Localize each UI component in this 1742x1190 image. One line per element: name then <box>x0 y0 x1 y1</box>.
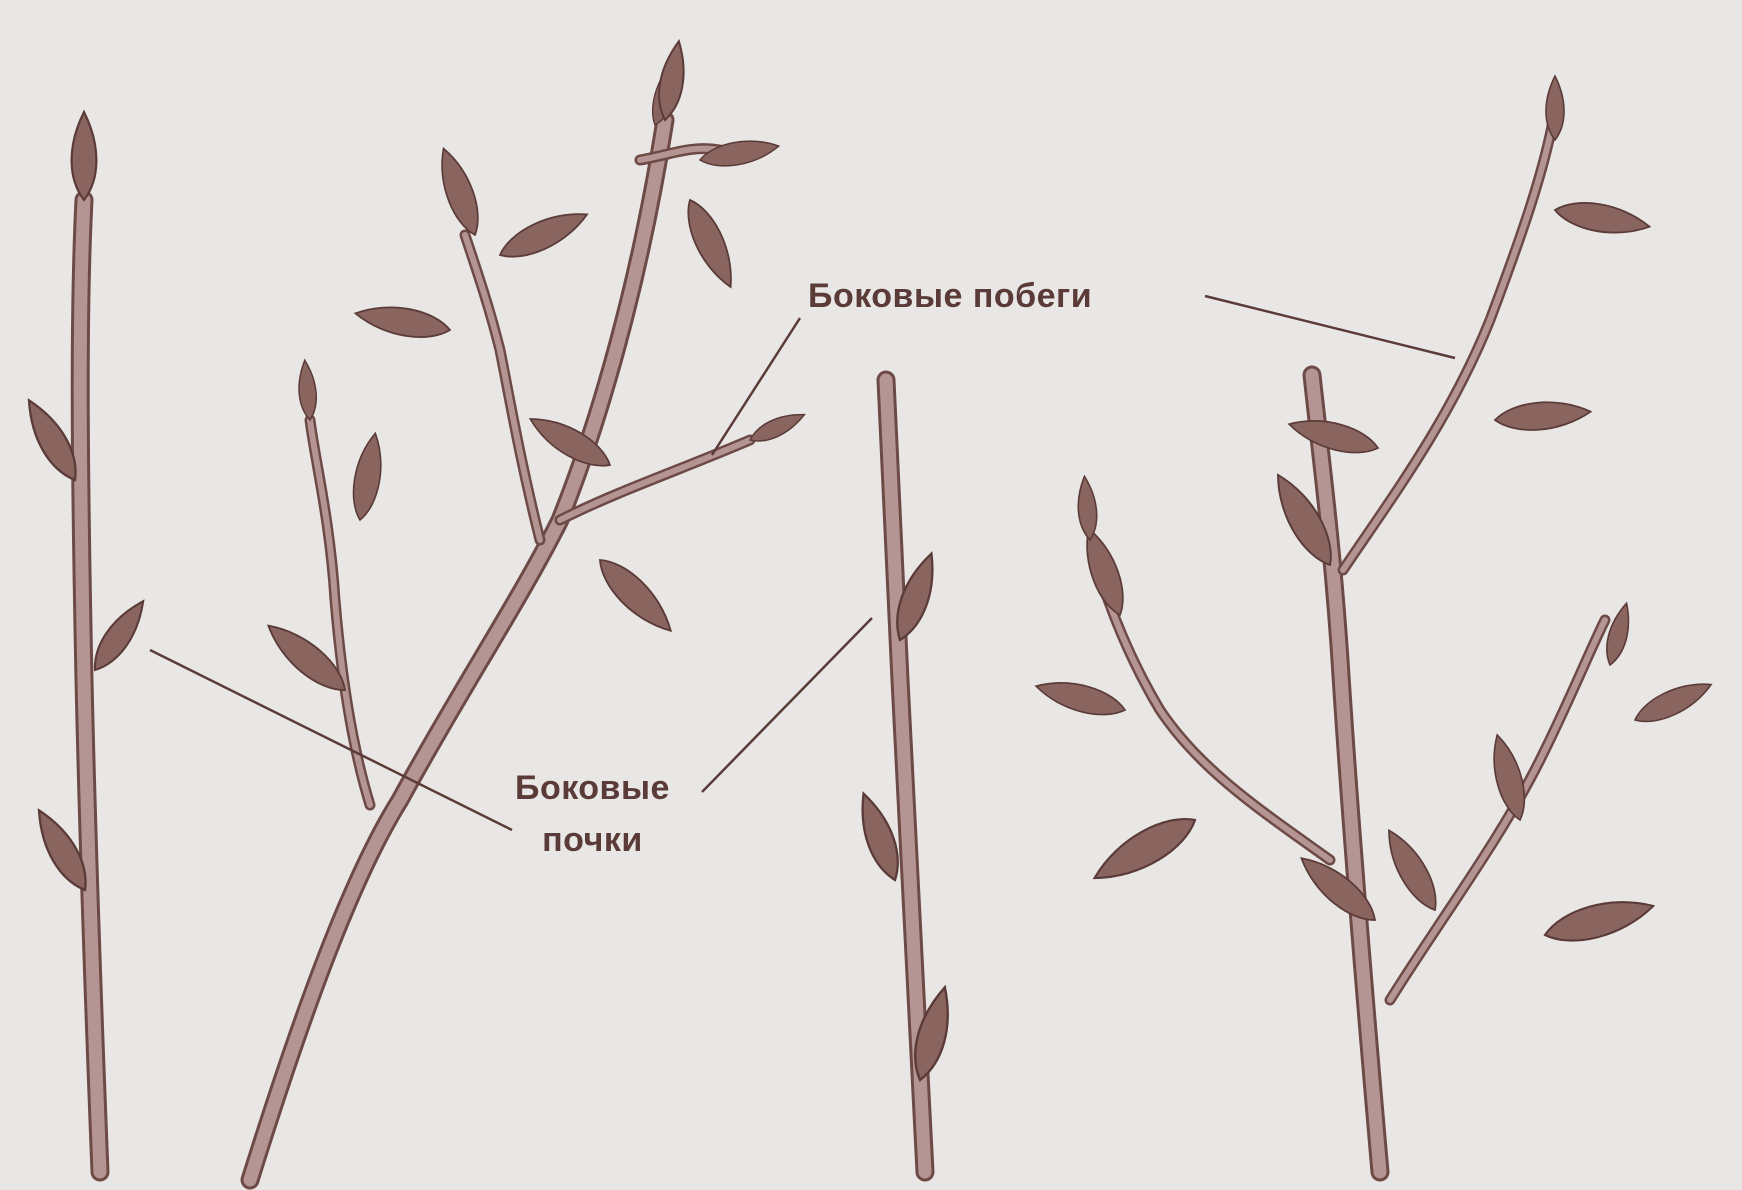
leaf <box>678 194 743 292</box>
branch-1-main-stem <box>80 200 100 1172</box>
leaf <box>590 550 681 641</box>
leaf <box>348 431 388 522</box>
bud <box>1075 475 1099 540</box>
lateral-buds-label-line1: Боковые <box>515 762 670 814</box>
lateral-buds-label: Боковые почки <box>515 762 670 866</box>
leaf <box>494 202 592 267</box>
leader-lines-group <box>150 296 1455 830</box>
branch-4-side-shoot-upper <box>1343 110 1555 570</box>
leaf <box>1378 824 1446 917</box>
branch-4-main-stem <box>1312 375 1380 1172</box>
bud <box>72 112 97 200</box>
leaf <box>431 144 487 239</box>
bud <box>746 407 808 448</box>
lateral-buds-label-line2: почки <box>515 814 670 866</box>
leader-line-shoots-right <box>1205 296 1455 358</box>
branch-4-side-shoot-upper-outline <box>1343 110 1555 570</box>
branch-4-side-shoot-right-outline <box>1390 620 1605 1000</box>
branch-4-side-shoot-left-outline <box>1095 560 1330 860</box>
leaf <box>1553 197 1652 240</box>
bud <box>85 594 153 676</box>
leaf <box>353 300 452 343</box>
lateral-shoots-label: Боковые побеги <box>808 277 1092 316</box>
bud <box>1546 76 1564 140</box>
leaf <box>1286 412 1382 461</box>
leaf <box>698 135 781 171</box>
leader-line-buds-right <box>702 618 872 792</box>
leaves-group <box>259 50 1716 950</box>
buds-group <box>18 39 1635 1083</box>
leaf <box>1494 398 1592 433</box>
bud <box>1601 601 1635 667</box>
leaf <box>1630 674 1716 731</box>
bud <box>296 359 318 420</box>
leaf <box>1086 806 1203 892</box>
leaf <box>1293 848 1384 930</box>
leaf <box>1541 891 1657 950</box>
branch-4-side-shoot-left <box>1095 560 1330 860</box>
leaf <box>1033 674 1129 723</box>
